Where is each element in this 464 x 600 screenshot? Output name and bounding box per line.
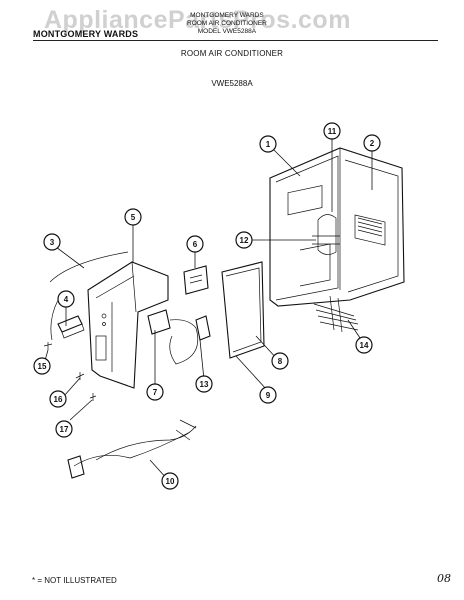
callout-8: 8	[271, 352, 289, 370]
control-box-drawing	[87, 261, 169, 389]
callout-label: 8	[278, 357, 283, 366]
watermark-text: AppliancePartsPros.com	[44, 6, 351, 34]
diagram-title: ROOM AIR CONDITIONER	[180, 49, 284, 58]
callout-3: 3	[43, 233, 61, 251]
callout-label: 2	[370, 139, 375, 148]
panel-drawing	[221, 261, 265, 359]
callout-10: 10	[161, 472, 179, 490]
callout-label: 3	[50, 238, 55, 247]
brand-stack-line: ROOM AIR CONDITIONER	[187, 20, 267, 27]
screws-drawing	[43, 342, 97, 401]
callout-label: 7	[153, 388, 158, 397]
callout-6: 6	[186, 235, 204, 253]
callout-label: 14	[360, 341, 369, 350]
switch-drawing	[183, 265, 209, 295]
header-rule	[33, 40, 438, 41]
callout-label: 1	[266, 140, 271, 149]
brand-stack-line: MONTGOMERY WARDS	[190, 12, 264, 19]
callout-label: 9	[266, 391, 271, 400]
power-cord-drawing	[67, 419, 197, 479]
page-mark: 08	[437, 572, 451, 585]
cabinet-partition-drawing	[269, 147, 405, 307]
model-number: VWE5288A	[211, 79, 253, 88]
brand-name: MONTGOMERY WARDS	[33, 29, 139, 39]
callout-14: 14	[355, 336, 373, 354]
callout-label: 16	[54, 395, 63, 404]
callout-label: 11	[328, 127, 337, 136]
callout-7: 7	[146, 383, 164, 401]
callout-11: 11	[323, 122, 341, 140]
callout-17: 17	[55, 420, 73, 438]
capacitor-drawing	[147, 309, 211, 365]
callout-2: 2	[363, 134, 381, 152]
callout-label: 12	[240, 236, 249, 245]
callout-label: 4	[64, 295, 69, 304]
brand-stack-line: MODEL VWE5288A	[197, 28, 257, 35]
callout-4: 4	[57, 290, 75, 308]
callout-label: 15	[38, 362, 47, 371]
brand-stack: MONTGOMERY WARDS ROOM AIR CONDITIONER MO…	[187, 12, 267, 36]
callout-label: 17	[60, 425, 69, 434]
callout-13: 13	[195, 375, 213, 393]
callout-label: 6	[193, 240, 198, 249]
callout-12: 12	[235, 231, 253, 249]
not-illustrated-note: * = NOT ILLUSTRATED	[32, 576, 117, 585]
callout-5: 5	[124, 208, 142, 226]
callout-15: 15	[33, 357, 51, 375]
callout-label: 10	[166, 477, 175, 486]
callout-label: 13	[200, 380, 209, 389]
wire-bundle-drawing	[313, 295, 359, 333]
callout-16: 16	[49, 390, 67, 408]
callout-1: 1	[259, 135, 277, 153]
thermostat-drawing	[57, 315, 85, 339]
callout-label: 5	[131, 213, 136, 222]
callout-9: 9	[259, 386, 277, 404]
